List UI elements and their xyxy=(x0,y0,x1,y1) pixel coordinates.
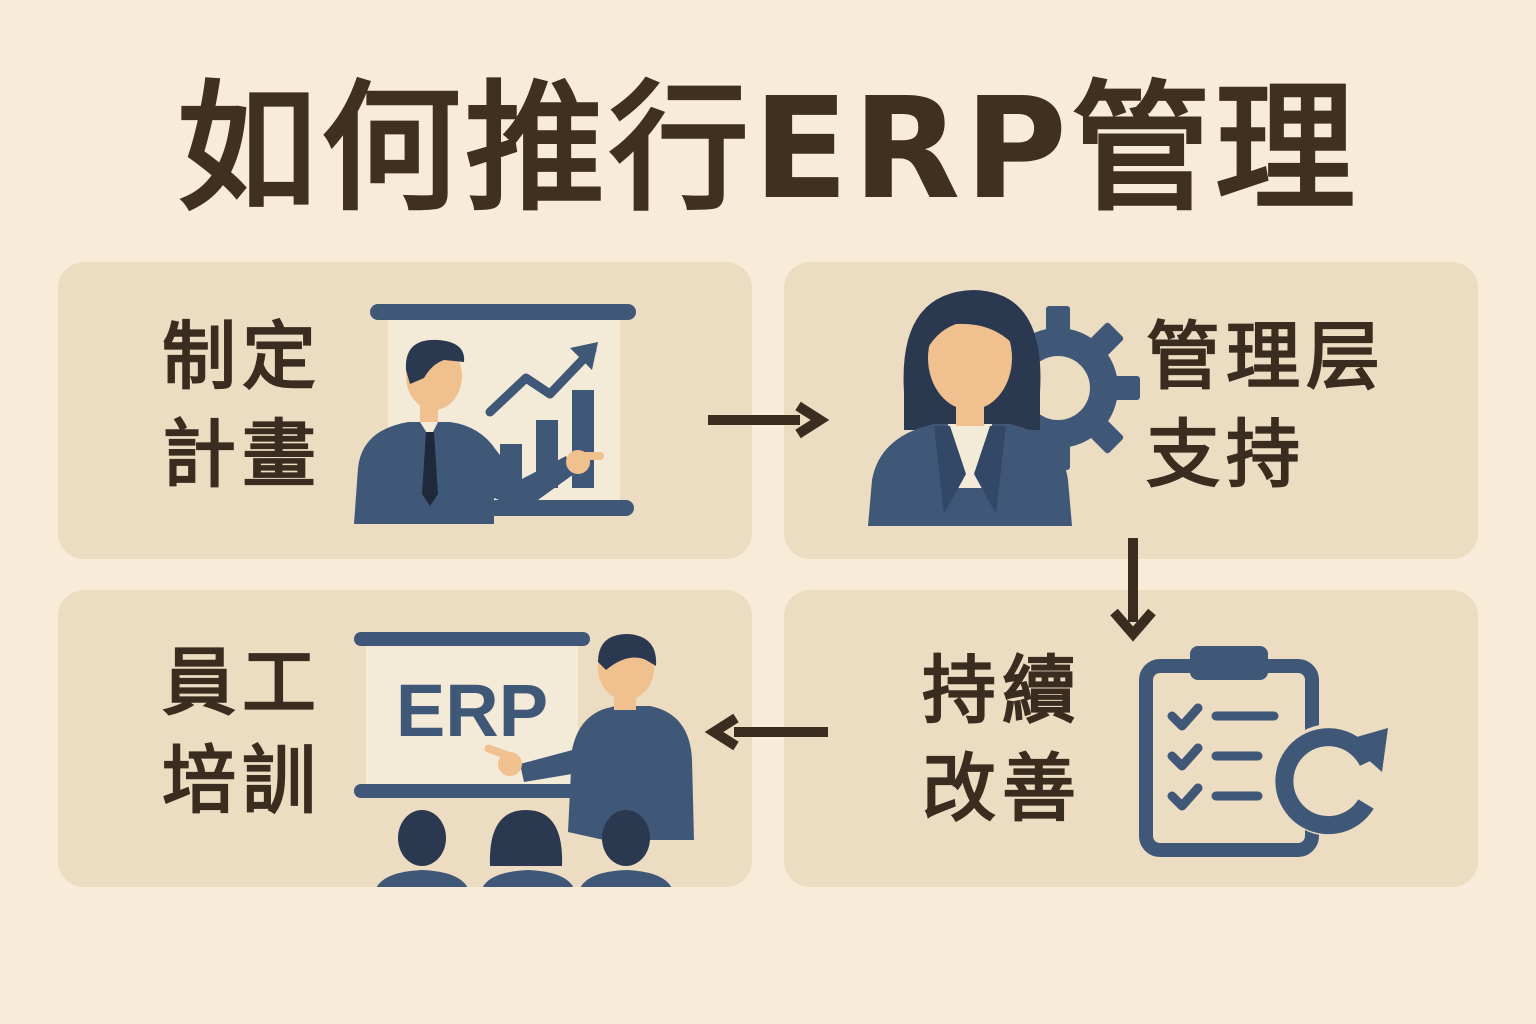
step-improve-panel: 持續 改善 xyxy=(784,590,1478,887)
step-plan-label: 制定 計畫 xyxy=(162,314,322,498)
presenter-chart-icon xyxy=(354,304,636,524)
step-management-panel: 管理层 支持 xyxy=(784,262,1478,559)
erp-board-text: ERP xyxy=(396,669,548,752)
arrow-down-icon xyxy=(1110,538,1156,642)
step-improve-label: 持續 改善 xyxy=(922,648,1082,832)
step-plan-panel: 制定 計畫 xyxy=(58,262,752,559)
manager-gear-icon xyxy=(868,290,1140,526)
arrow-right-icon xyxy=(708,401,830,439)
arrow-left-icon xyxy=(704,713,828,751)
training-audience-icon: ERP xyxy=(354,632,694,887)
step-training-panel: 員工 培訓 ERP xyxy=(58,590,752,887)
step-training-label: 員工 培訓 xyxy=(162,640,322,824)
step-management-label: 管理层 支持 xyxy=(1146,314,1386,498)
page-title: 如何推行ERP管理 xyxy=(176,68,1360,231)
checklist-refresh-icon xyxy=(1139,646,1388,857)
